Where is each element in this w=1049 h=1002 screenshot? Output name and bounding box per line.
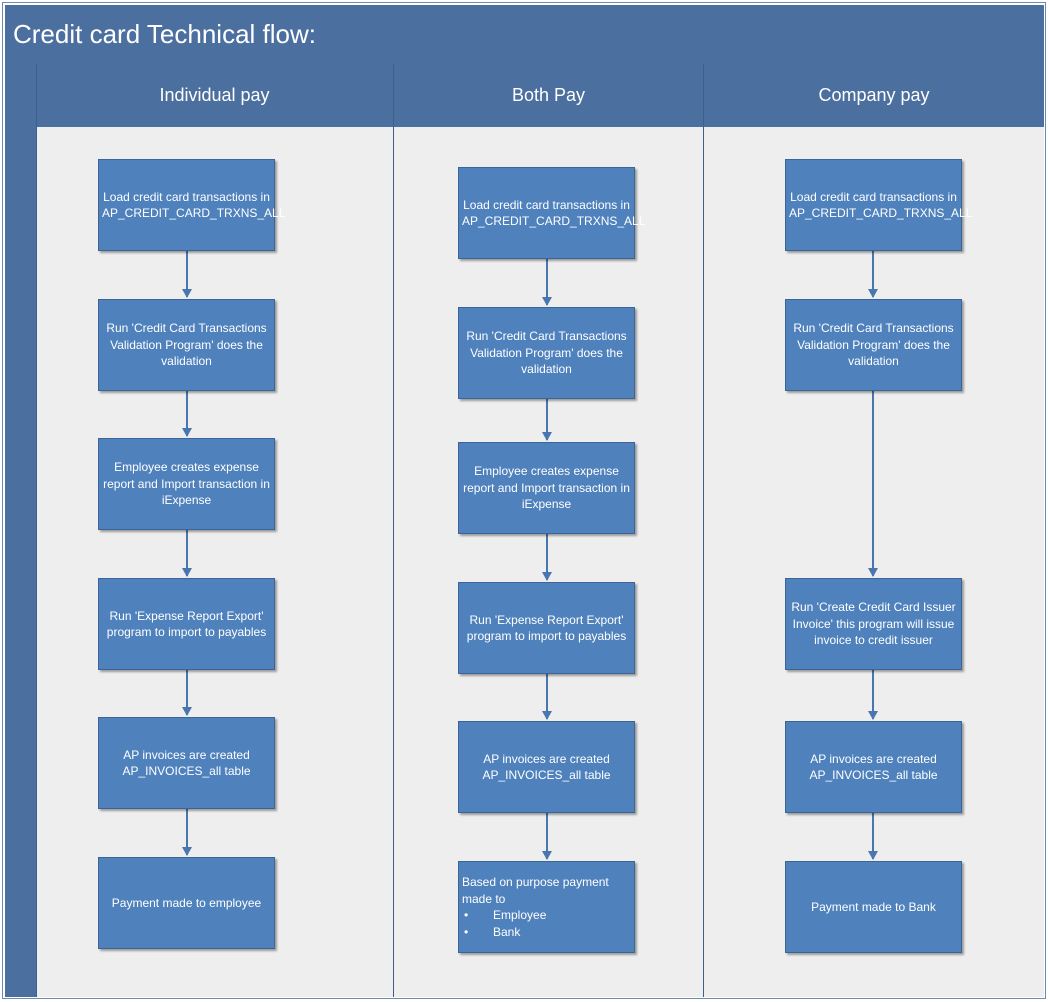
step-label: Run 'Credit Card Transactions Validation… (106, 321, 267, 369)
step-ap-invoices: AP invoices are created AP_INVOICES_all … (458, 721, 635, 813)
step-payment-employee: Payment made to employee (98, 857, 275, 949)
step-payment-bank: Payment made to Bank (785, 861, 962, 953)
list-item: Employee (462, 907, 631, 924)
step-label: Run 'Create Credit Card Issuer Invoice' … (791, 600, 956, 648)
step-load-transactions: Load credit card transactions in AP_CRED… (98, 159, 286, 251)
step-expense-export: Run 'Expense Report Export' program to i… (98, 578, 275, 670)
step-label: Run 'Credit Card Transactions Validation… (793, 321, 954, 369)
step-ap-invoices: AP invoices are created AP_INVOICES_all … (785, 721, 962, 813)
step-payment-by-purpose: Based on purpose payment made to Employe… (458, 861, 635, 953)
lane-header-company-pay: Company pay (704, 64, 1044, 127)
step-label: Load credit card transactions in AP_CRED… (462, 197, 646, 229)
step-issuer-invoice: Run 'Create Credit Card Issuer Invoice' … (785, 578, 962, 670)
step-label: AP invoices are created AP_INVOICES_all … (809, 751, 938, 783)
step-label: Employee creates expense report and Impo… (103, 460, 270, 508)
list-item: Bank (462, 924, 631, 941)
step-label: Load credit card transactions in AP_CRED… (102, 189, 286, 221)
step-label: Run 'Expense Report Export' program to i… (106, 608, 267, 640)
step-load-transactions: Load credit card transactions in AP_CRED… (458, 167, 646, 259)
step-validation-program: Run 'Credit Card Transactions Validation… (785, 299, 962, 391)
lane-header-both-pay: Both Pay (394, 64, 703, 127)
step-label: Based on purpose payment made to (462, 875, 609, 906)
lane-header-individual-pay: Individual pay (36, 64, 393, 127)
lane-divider (393, 64, 394, 997)
step-load-transactions: Load credit card transactions in AP_CRED… (785, 159, 973, 251)
step-expense-report: Employee creates expense report and Impo… (98, 438, 275, 530)
step-label: AP invoices are created AP_INVOICES_all … (122, 747, 251, 779)
step-expense-export: Run 'Expense Report Export' program to i… (458, 582, 635, 674)
step-validation-program: Run 'Credit Card Transactions Validation… (458, 307, 635, 399)
step-validation-program: Run 'Credit Card Transactions Validation… (98, 299, 275, 391)
payment-targets-list: Employee Bank (462, 907, 631, 940)
left-strip (5, 64, 36, 997)
step-ap-invoices: AP invoices are created AP_INVOICES_all … (98, 717, 275, 809)
title-bar: Credit card Technical flow: (5, 5, 1044, 64)
page-title: Credit card Technical flow: (13, 19, 316, 49)
step-label: Load credit card transactions in AP_CRED… (789, 189, 973, 221)
step-label: Payment made to employee (111, 895, 262, 910)
lane-divider (36, 64, 37, 997)
step-label: Employee creates expense report and Impo… (463, 464, 630, 512)
step-label: Run 'Expense Report Export' program to i… (466, 612, 627, 644)
step-label: Run 'Credit Card Transactions Validation… (466, 329, 627, 377)
step-label: AP invoices are created AP_INVOICES_all … (482, 751, 611, 783)
step-label: Payment made to Bank (811, 899, 936, 914)
step-expense-report: Employee creates expense report and Impo… (458, 442, 635, 534)
lane-divider (703, 64, 704, 997)
